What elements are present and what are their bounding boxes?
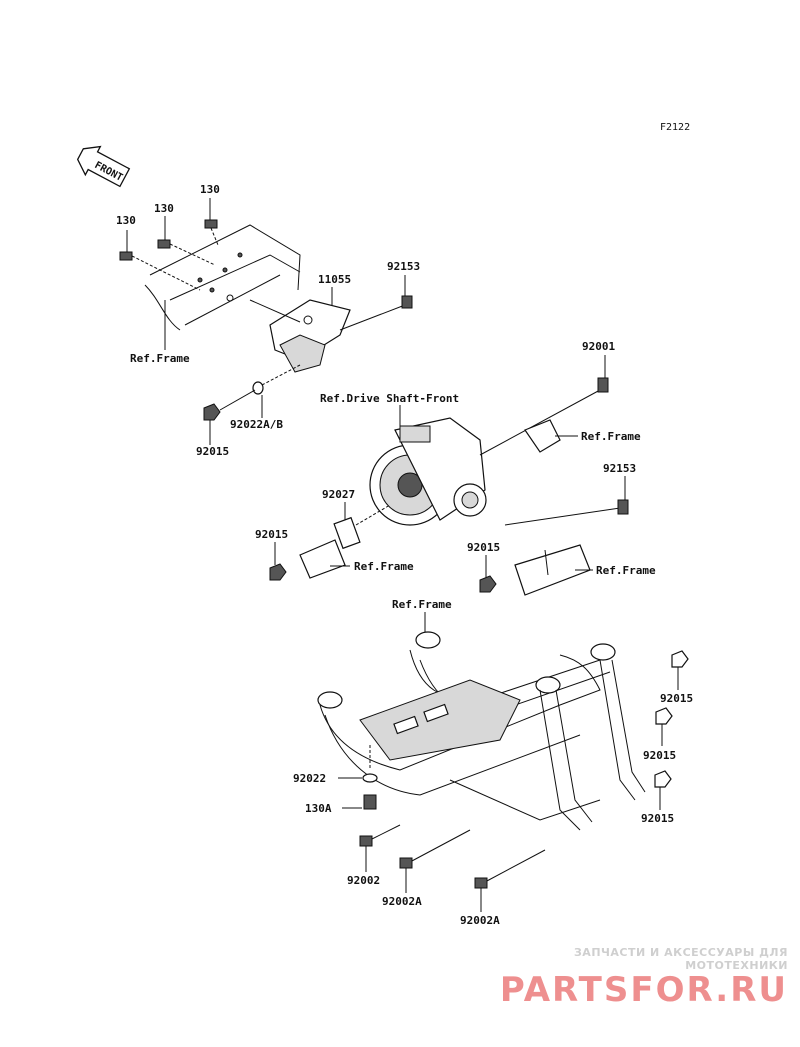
figure-code: F2122: [660, 122, 690, 133]
nut-icon: [479, 575, 497, 593]
label-92015-d: 92015: [660, 692, 693, 705]
label-130a: 130A: [305, 802, 332, 815]
label-92015-c: 92015: [467, 541, 500, 554]
label-92015-e: 92015: [643, 749, 676, 762]
label-92153-top: 92153: [387, 260, 420, 273]
label-ref-frame-right-a: Ref.Frame: [581, 430, 641, 443]
washer-icon: [252, 381, 264, 395]
bracket-icon: [524, 419, 561, 453]
nut-icon: [671, 650, 689, 668]
collar-icon: [333, 504, 391, 550]
bolt-icon: [474, 849, 546, 889]
label-92002a-b: 92002A: [460, 914, 500, 927]
nut-icon: [654, 770, 672, 788]
bolt-icon: [157, 239, 216, 266]
label-130-c: 130: [200, 183, 220, 196]
frame-icon: [317, 631, 646, 831]
watermark-brand: PARTSFOR.RU: [499, 970, 788, 1010]
front-arrow-icon: FRONT: [76, 145, 131, 188]
differential-icon: [369, 417, 487, 526]
label-92015-b: 92015: [255, 528, 288, 541]
label-92001: 92001: [582, 340, 615, 353]
label-92015-f: 92015: [641, 812, 674, 825]
label-ref-drive-shaft-front: Ref.Drive Shaft-Front: [320, 392, 459, 405]
nut-icon: [655, 707, 673, 725]
label-92015-a: 92015: [196, 445, 229, 458]
watermark: ЗАПЧАСТИ И АКСЕССУАРЫ ДЛЯ МОТОТЕХНИКИ PA…: [488, 946, 788, 1010]
label-ref-frame-left-mid: Ref.Frame: [354, 560, 414, 573]
label-130-a: 130: [116, 214, 136, 227]
label-92027: 92027: [322, 488, 355, 501]
nut-icon: [269, 563, 287, 581]
watermark-subtitle: ЗАПЧАСТИ И АКСЕССУАРЫ ДЛЯ МОТОТЕХНИКИ: [573, 946, 788, 972]
label-92022: 92022: [293, 772, 326, 785]
label-92153-mid: 92153: [603, 462, 636, 475]
label-ref-frame-right-b: Ref.Frame: [596, 564, 656, 577]
label-130-b: 130: [154, 202, 174, 215]
bolt-icon: [359, 824, 401, 847]
bolt-icon: [119, 251, 201, 291]
bracket-icon: [299, 539, 346, 579]
label-92022ab: 92022A/B: [230, 418, 283, 431]
bracket-icon: [249, 299, 351, 373]
label-92002: 92002: [347, 874, 380, 887]
bolt-icon: [204, 219, 219, 246]
bolt-icon: [504, 499, 629, 526]
washer-icon: [362, 773, 378, 783]
nut-icon: [203, 403, 221, 421]
bolt-icon: [363, 794, 377, 810]
frame-top-section: [119, 219, 413, 373]
bolt-icon: [479, 377, 609, 456]
label-ref-frame-top-left: Ref.Frame: [130, 352, 190, 365]
bolt-icon: [399, 829, 471, 869]
label-92002a-a: 92002A: [382, 895, 422, 908]
label-ref-frame-bottom: Ref.Frame: [392, 598, 452, 611]
bolt-icon: [339, 295, 413, 331]
label-11055: 11055: [318, 273, 351, 286]
